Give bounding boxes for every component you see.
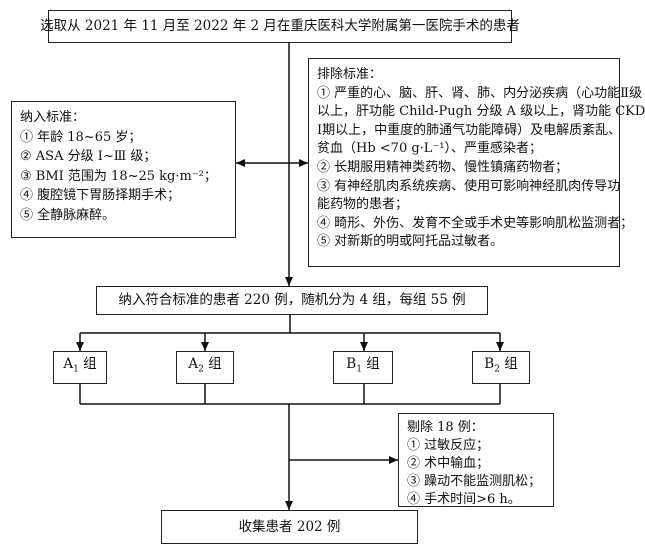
removed-item: ③ 躁动不能监测肌松； (407, 474, 542, 489)
exclusion-line: ⑤ 对新斯的明或阿托品过敏者。 (317, 234, 504, 250)
group-a1-box: A1 组 (53, 351, 107, 384)
inclusion-item: ④ 腹腔镜下胃肠择期手术； (20, 188, 181, 203)
inclusion-criteria-box: 纳入标准： ① 年龄 18~65 岁； ② ASA 分级 Ⅰ~Ⅲ 级； ③ BM… (11, 101, 236, 238)
source-population-text: 选取从 2021 年 11 月至 2022 年 2 月在重庆医科大学附属第一医院… (40, 18, 520, 34)
exclusion-line: Ⅰ期以上，中重度的肺通气功能障碍）及电解质紊乱、 (317, 122, 622, 138)
group-b2-label: B2 组 (484, 356, 518, 375)
inclusion-item: ② ASA 分级 Ⅰ~Ⅲ 级； (20, 149, 157, 164)
inclusion-item: ③ BMI 范围为 18~25 kg·m⁻²； (20, 168, 217, 184)
enrollment-text: 纳入符合标准的患者 220 例，随机分为 4 组，每组 55 例 (118, 292, 466, 308)
exclusion-line: ① 严重的心、脑、肝、肾、肺、内分泌疾病（心功能Ⅱ级 (317, 85, 642, 101)
group-a1-label: A1 组 (63, 356, 97, 375)
removed-title: 剔除 18 例： (407, 420, 484, 435)
excluded-after-box: 剔除 18 例： ① 过敏反应； ② 术中输血； ③ 躁动不能监测肌松； ④ 手… (398, 413, 554, 507)
inclusion-item: ① 年龄 18~65 岁； (20, 129, 142, 145)
source-population-box: 选取从 2021 年 11 月至 2022 年 2 月在重庆医科大学附属第一医院… (40, 10, 520, 43)
exclusion-line: 贫血（Hb <70 g·L⁻¹）、严重感染者； (317, 141, 543, 157)
enrollment-box: 纳入符合标准的患者 220 例，随机分为 4 组，每组 55 例 (96, 286, 488, 315)
final-collection-text: 收集患者 202 例 (238, 518, 341, 535)
exclusion-line: 能药物的患者； (317, 197, 409, 213)
exclusion-line: ④ 畸形、外伤、发育不全或手术史等影响肌松监测者； (317, 215, 634, 231)
group-a2-label: A2 组 (188, 356, 222, 375)
exclusion-criteria-box: 排除标准： ① 严重的心、脑、肝、肾、肺、内分泌疾病（心功能Ⅱ级 以上，肝功能 … (308, 58, 645, 267)
exclusion-line: ② 长期服用精神类药物、慢性镇痛药物者； (317, 159, 569, 175)
removed-item: ② 术中输血； (407, 456, 490, 471)
group-a2-box: A2 组 (176, 351, 234, 384)
inclusion-title: 纳入标准： (20, 110, 86, 125)
removed-item: ① 过敏反应； (407, 438, 490, 453)
exclusion-line: ③ 有神经肌肉系统疾病、使用可影响神经肌肉传导功 (317, 178, 621, 194)
final-collection-box: 收集患者 202 例 (161, 510, 418, 544)
flow-connectors (76, 43, 504, 510)
group-b1-box: B1 组 (333, 351, 393, 384)
group-b2-box: B2 组 (472, 351, 530, 384)
removed-item: ④ 手术时间>6 h。 (407, 492, 521, 507)
inclusion-item: ⑤ 全静脉麻醉。 (20, 207, 116, 223)
group-b1-label: B1 组 (346, 356, 380, 375)
exclusion-line: 以上，肝功能 Child-Pugh 分级 A 级以上，肾功能 CKD (317, 104, 645, 120)
exclusion-title: 排除标准： (317, 67, 383, 82)
